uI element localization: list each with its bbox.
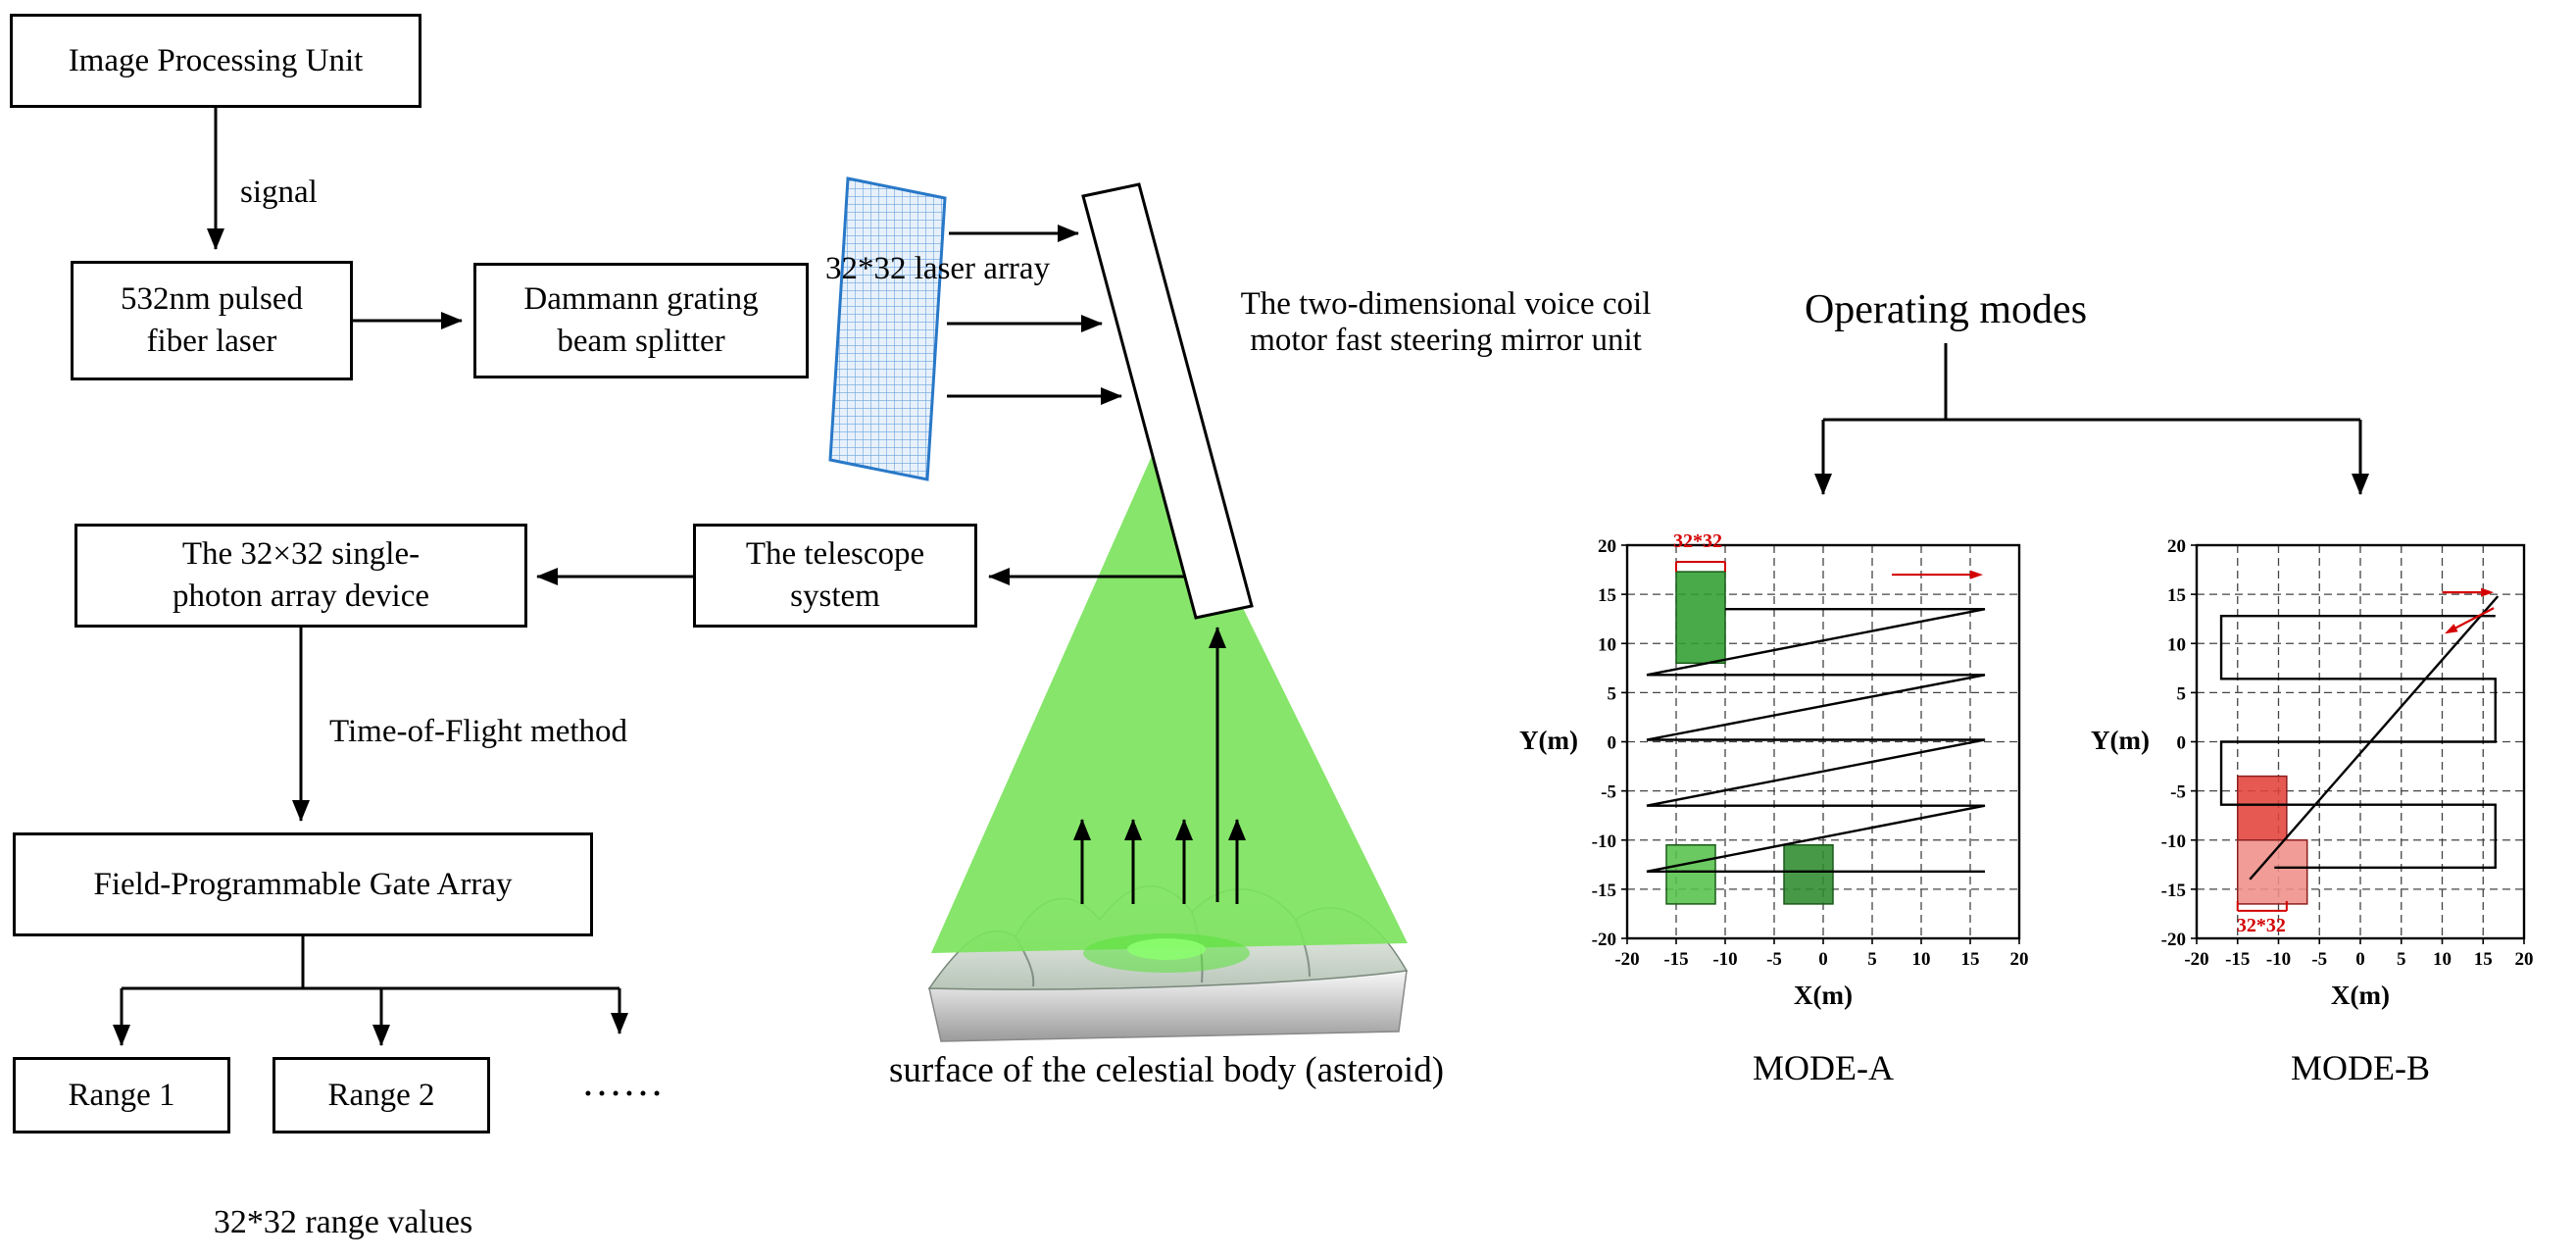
steering-mirror-label: The two-dimensional voice coil motor fas… [1240, 286, 1652, 358]
svg-text:-20: -20 [2184, 949, 2208, 970]
svg-text:0: 0 [1608, 733, 1617, 754]
svg-text:32*32: 32*32 [2237, 915, 2286, 936]
svg-text:-15: -15 [1663, 949, 1688, 970]
svg-text:-15: -15 [2161, 881, 2186, 901]
range-values-label: 32*32 range values [213, 1204, 473, 1240]
svg-text:-5: -5 [1766, 949, 1782, 970]
svg-text:5: 5 [1608, 683, 1617, 704]
connector-arrows [113, 108, 2369, 1046]
svg-text:10: 10 [2167, 634, 2186, 655]
svg-text:5: 5 [2177, 683, 2187, 704]
svg-text:15: 15 [1598, 585, 1616, 606]
node-range-2: Range 2 [272, 1057, 490, 1133]
svg-text:-15: -15 [2225, 949, 2250, 970]
svg-text:15: 15 [2167, 585, 2186, 606]
svg-text:-10: -10 [1712, 949, 1737, 970]
svg-text:-15: -15 [1592, 881, 1616, 901]
svg-text:20: 20 [1598, 536, 1616, 557]
svg-text:15: 15 [1961, 949, 1980, 970]
ellipsis-label: …… [581, 1060, 664, 1105]
svg-text:10: 10 [1912, 949, 1931, 970]
node-pulsed-fiber-laser: 532nm pulsed fiber laser [71, 261, 353, 380]
laser-array-label: 32*32 laser array [825, 251, 1051, 286]
surface-caption: surface of the celestial body (asteroid) [888, 1050, 1445, 1090]
node-fpga: Field-Programmable Gate Array [13, 832, 593, 936]
svg-text:5: 5 [2397, 949, 2406, 970]
laser-spot-core [1127, 938, 1206, 960]
steering-mirror [1081, 182, 1254, 620]
svg-text:10: 10 [2433, 949, 2452, 970]
svg-text:20: 20 [2010, 949, 2029, 970]
svg-text:5: 5 [1867, 949, 1877, 970]
mode-a-plot: -20 -15 -10 -5 0 5 10 15 20 -20 -15 -10 -5 0 5 10 15 20 32… [1592, 530, 2029, 970]
svg-text:-5: -5 [2170, 782, 2186, 803]
svg-text:-5: -5 [2311, 949, 2327, 970]
svg-text:-5: -5 [1601, 782, 1616, 803]
mode-a-ylabel: Y(m) [1519, 726, 1578, 755]
operating-modes-title: Operating modes [1804, 287, 2088, 332]
svg-text:10: 10 [1598, 634, 1616, 655]
mode-b-plot: -20 -15 -10 -5 0 5 10 15 20 -20 -15 -10 -5 0 5 10 15 20 32… [2161, 536, 2534, 970]
grating-array-graphic [828, 176, 947, 481]
svg-text:-10: -10 [2266, 949, 2291, 970]
node-image-processing-unit: Image Processing Unit [10, 14, 421, 108]
svg-text:-20: -20 [1614, 949, 1639, 970]
node-range-1: Range 1 [13, 1057, 230, 1133]
mode-a-title: MODE-A [1753, 1048, 1894, 1087]
mode-a-xlabel: X(m) [1794, 981, 1853, 1010]
svg-text:0: 0 [2177, 733, 2187, 754]
svg-text:32*32: 32*32 [1673, 530, 1722, 552]
svg-text:-20: -20 [2161, 930, 2186, 950]
svg-text:15: 15 [2474, 949, 2493, 970]
signal-label: signal [240, 175, 318, 210]
node-photon-array-device: The 32×32 single- photon array device [74, 524, 527, 628]
tof-label: Time-of-Flight method [329, 714, 628, 749]
laser-cone [931, 438, 1408, 953]
mode-b-xlabel: X(m) [2331, 981, 2390, 1010]
svg-text:20: 20 [2167, 536, 2186, 557]
svg-text:20: 20 [2515, 949, 2534, 970]
svg-text:-10: -10 [2161, 831, 2186, 852]
mode-b-ylabel: Y(m) [2091, 726, 2150, 755]
svg-text:-20: -20 [1592, 930, 1616, 950]
svg-text:0: 0 [2355, 949, 2365, 970]
mode-b-title: MODE-B [2291, 1048, 2430, 1087]
svg-text:0: 0 [1818, 949, 1828, 970]
node-dammann-grating: Dammann grating beam splitter [473, 263, 809, 378]
svg-text:-10: -10 [1592, 831, 1616, 852]
node-telescope-system: The telescope system [693, 524, 977, 628]
